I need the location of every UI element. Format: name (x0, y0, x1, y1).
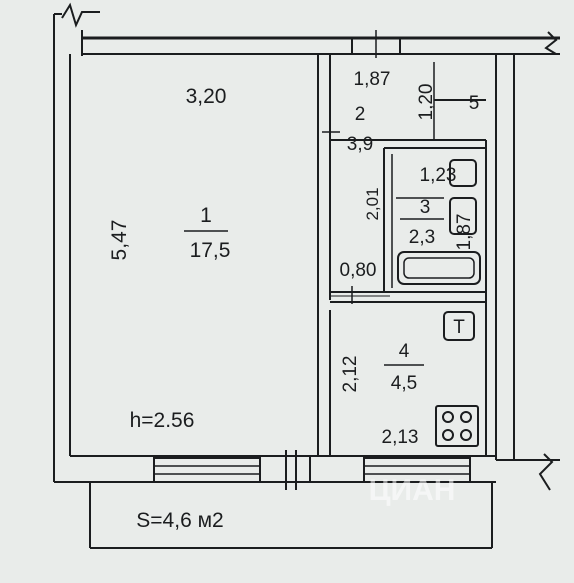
window-room1 (153, 457, 261, 483)
ceiling-height: h=2.56 (130, 409, 195, 432)
stove-burner-1-icon (442, 411, 454, 423)
room-4-number: 4 (399, 341, 410, 362)
dim-bath-door: 0,80 (340, 260, 377, 281)
room-1-number: 1 (200, 204, 212, 227)
room-3-area: 2,3 (409, 227, 435, 248)
room-2-number: 2 (355, 104, 366, 125)
balcony (89, 482, 493, 549)
room-4-area: 4,5 (391, 373, 417, 394)
stove-burner-2-icon (460, 411, 472, 423)
other-labels: h=2.56 S=4,6 м2 Т ЦИАН (130, 317, 466, 532)
sink-icon (449, 159, 477, 187)
dim-room1-width: 3,20 (186, 85, 227, 108)
stove-burner-4-icon (460, 429, 472, 441)
wall-break-bottom-right (538, 453, 554, 491)
dim-bath-length: 2,01 (363, 187, 382, 220)
kitchen-appliance-label: Т (453, 317, 465, 338)
dimension-labels: 3,20 5,47 1,87 1,20 5 2,01 1,23 1,87 0,8… (108, 69, 479, 448)
dim-bath-sink: 1,23 (420, 165, 457, 186)
dimension-ticks (322, 99, 458, 199)
dim-room2-depth: 1,20 (416, 84, 437, 121)
wall-break-top-right (544, 31, 558, 55)
bathtub-inner-icon (403, 257, 475, 279)
kitchen-appliance-box (443, 311, 475, 341)
room-labels: 1 17,5 2 3,9 3 2,3 4 4,5 (184, 104, 444, 394)
fixtures (397, 159, 481, 447)
room-3-number: 3 (420, 197, 431, 218)
balcony-area: S=4,6 м2 (136, 509, 223, 532)
dim-room2-width: 1,87 (354, 69, 391, 90)
watermark: ЦИАН (369, 474, 456, 507)
dim-kitchen-length: 2,12 (340, 356, 361, 393)
window-kitchen (363, 457, 471, 483)
partitions (317, 54, 487, 456)
stove-burner-3-icon (442, 429, 454, 441)
dim-bath-tub: 1,87 (454, 214, 475, 251)
windows (153, 30, 471, 490)
bathtub-icon (397, 251, 481, 285)
wall-break-top-left (61, 2, 100, 28)
stove-icon (435, 405, 479, 447)
room-1-area: 17,5 (190, 239, 231, 262)
dim-kitchen-width: 2,13 (382, 427, 419, 448)
toilet-icon (449, 197, 477, 235)
room-2-area: 3,9 (347, 134, 373, 155)
dim-room1-length: 5,47 (108, 220, 131, 261)
dim-closet: 5 (469, 93, 480, 114)
